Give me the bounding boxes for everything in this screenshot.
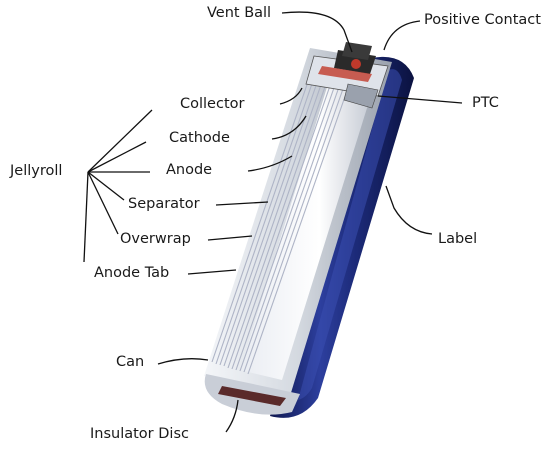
separator-label: Separator	[128, 196, 200, 212]
leader-overwrap	[207, 235, 253, 241]
leader-can	[157, 358, 209, 365]
anode-tab-label: Anode Tab	[94, 265, 170, 281]
anode-label: Anode	[166, 162, 213, 178]
cathode-label: Cathode	[169, 130, 230, 146]
label-label: Label	[438, 231, 478, 247]
leader-separator	[215, 201, 269, 206]
jellyroll-layers	[211, 69, 349, 375]
overwrap-label: Overwrap	[120, 231, 191, 247]
leader-anode	[247, 155, 293, 172]
ptc-label: PTC	[472, 95, 499, 111]
leader-anode-tab	[187, 269, 237, 275]
positive-contact-label: Positive Contact	[424, 12, 541, 28]
collector-label: Collector	[180, 96, 245, 112]
jellyroll-ray-6	[83, 171, 89, 263]
jellyroll-ray-1	[87, 109, 153, 173]
leader-collector	[279, 87, 303, 105]
leader-ptc	[377, 95, 463, 104]
jellyroll-ray-5	[87, 171, 119, 235]
jellyroll-label: Jellyroll	[10, 163, 63, 179]
leader-vent-ball	[281, 11, 353, 53]
can-label: Can	[116, 354, 145, 370]
jellyroll-ray-4	[87, 171, 125, 201]
leader-label	[385, 185, 433, 235]
leader-insulator-disc	[225, 399, 239, 433]
leader-cathode	[271, 115, 307, 140]
jellyroll-ray-2	[87, 141, 147, 173]
insulator-disc-shape	[218, 386, 286, 406]
leader-positive-contact	[383, 20, 421, 51]
insulator-disc-label: Insulator Disc	[90, 426, 189, 442]
vent-ball-label: Vent Ball	[207, 5, 272, 21]
inner-core	[240, 84, 372, 380]
leader-lines	[83, 11, 463, 433]
vent-ball-shape	[351, 59, 361, 69]
